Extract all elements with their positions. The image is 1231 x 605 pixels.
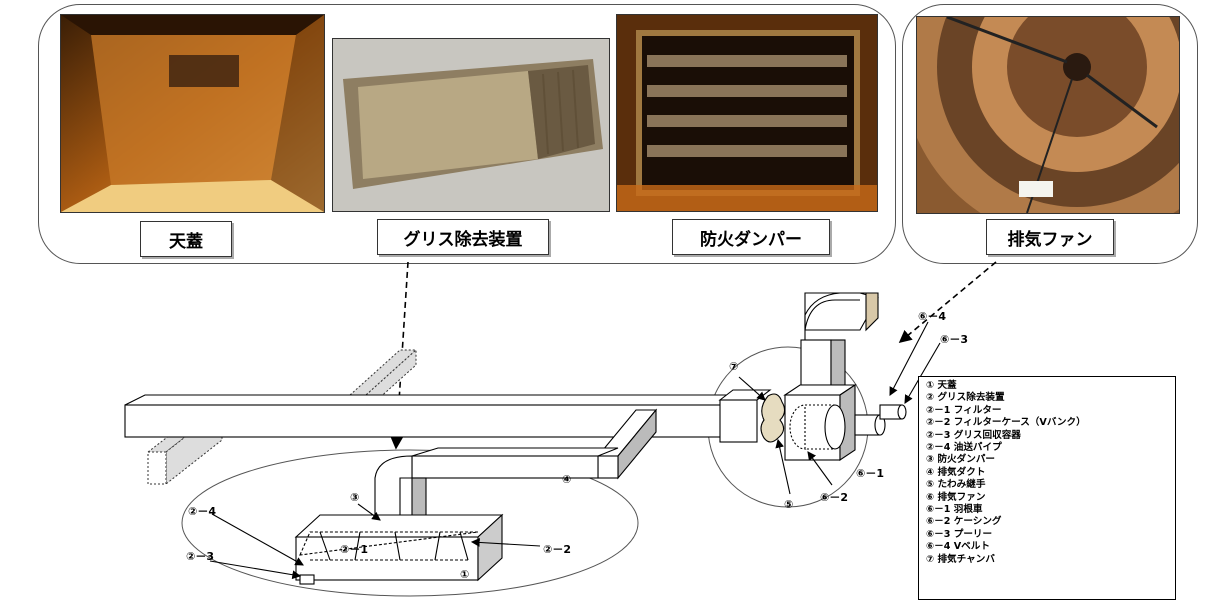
caption-exhaust-fan: 排気ファン (986, 219, 1114, 255)
hood-area-ellipse (181, 449, 639, 597)
photo-grease-removal-device (332, 38, 610, 212)
label-flexible-joint: ⑤ (784, 498, 794, 511)
legend-item: ⑥－1 羽根車 (926, 504, 983, 516)
photo-canopy (60, 14, 325, 213)
legend-item: ②－4 油送パイプ (926, 442, 1002, 454)
branch-duct (411, 408, 658, 480)
legend-item: ⑥－2 ケーシング (926, 516, 1002, 528)
legend-item: ⑤ たわみ継手 (926, 479, 986, 491)
legend-item: ⑥－3 プーリー (926, 528, 993, 540)
label-filter: ②－1 (340, 543, 368, 556)
photo-fire-damper (616, 14, 878, 212)
callout-arrows (209, 321, 941, 580)
label-exhaust-chamber: ⑦ (729, 360, 739, 373)
label-impeller: ⑥－1 (856, 467, 884, 480)
legend-item: ②－3 グリス回収容器 (926, 429, 1021, 441)
legend-item: ④ 排気ダクト (926, 466, 986, 478)
legend-item: ②－1 フィルター (926, 404, 1002, 416)
label-filter-case: ②－2 (543, 543, 571, 556)
label-oil-pipe: ②－4 (188, 505, 216, 518)
legend-item: ① 天蓋 (926, 380, 957, 391)
legend-item: ②－2 フィルターケース（Vバンク） (926, 417, 1086, 429)
legend-item: ⑥ 排気ファン (926, 491, 986, 503)
hood-box (294, 513, 504, 585)
caption-canopy: 天蓋 (140, 221, 232, 257)
legend-box: ① 天蓋 ② グリス除去装置 ②－1 フィルター ②－2 フィルターケース（Vバ… (918, 376, 1176, 600)
legend-item: ⑥－4 Vベルト (926, 541, 990, 553)
legend-item: ⑦ 排気チャンバ (926, 553, 995, 565)
caption-fire-damper: 防火ダンパー (672, 219, 830, 255)
legend-item: ③ 防火ダンパー (926, 454, 996, 466)
legend-item: ② グリス除去装置 (926, 392, 1005, 404)
vertical-duct (374, 455, 427, 521)
label-grease-container: ②－3 (186, 550, 214, 563)
caption-grease-removal-device: グリス除去装置 (377, 219, 549, 255)
label-canopy: ① (460, 568, 470, 581)
arrow-to-exhaust-fan (898, 261, 997, 344)
fan-assembly (718, 292, 907, 462)
label-pulley: ⑥－3 (940, 333, 968, 346)
label-v-belt: ⑥－4 (918, 310, 946, 323)
label-casing: ⑥－2 (820, 491, 848, 504)
label-fire-damper: ③ (350, 491, 360, 504)
label-exhaust-duct: ④ (562, 473, 572, 486)
photo-exhaust-fan (916, 16, 1180, 214)
